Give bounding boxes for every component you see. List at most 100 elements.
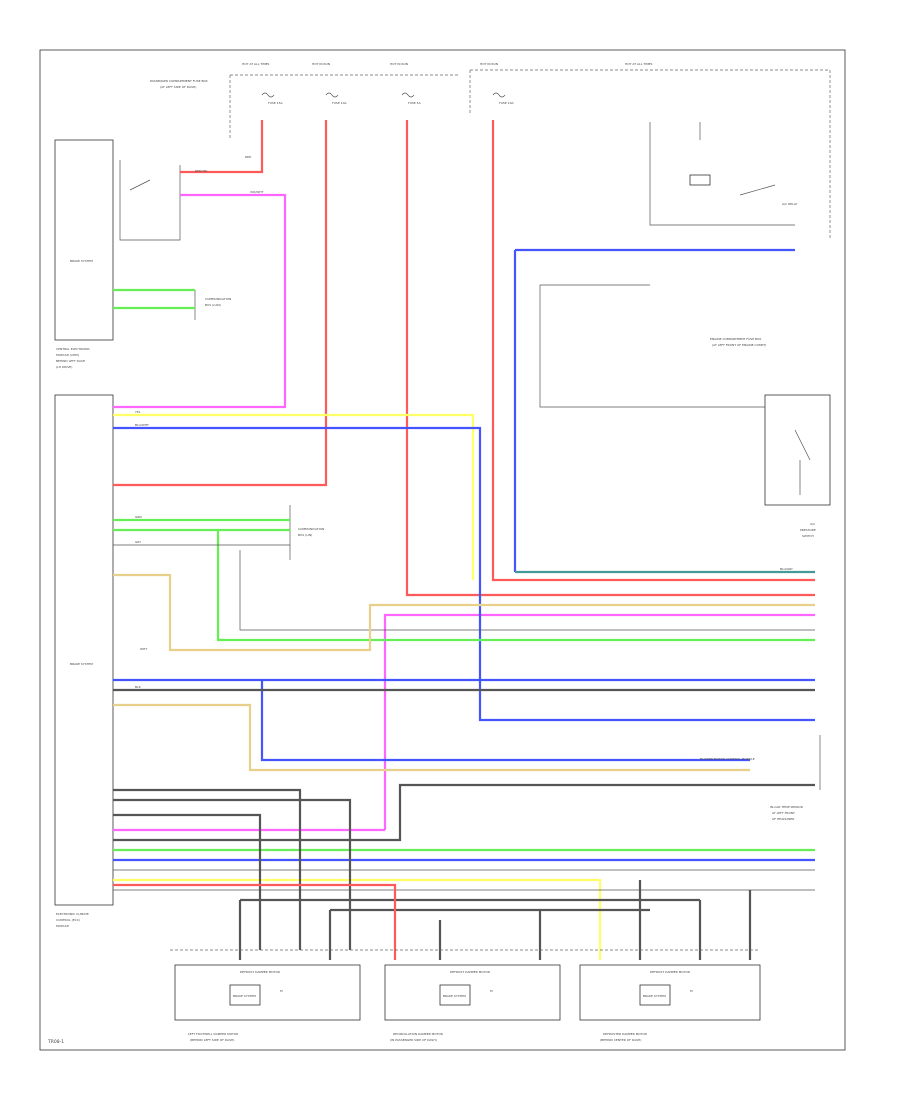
motor-harness <box>238 880 752 960</box>
svg-text:FUSE 15A: FUSE 15A <box>268 101 283 105</box>
fuse-tag-1: HOT AT ALL TIMES <box>242 62 270 66</box>
footer-code: TR08-1 <box>47 1039 64 1045</box>
wire-red-4 <box>491 120 815 582</box>
gateway-main: COMMUNICATION BUS (LIN) <box>289 505 324 560</box>
cem-module-label: BRAKE SYSTEM <box>70 259 93 263</box>
motor-center-caption-2: (IN PASSENGER SIDE OF DASH) <box>390 1038 437 1042</box>
wire-tag-green: GRN <box>135 515 142 519</box>
svg-text:A/C: A/C <box>810 522 815 526</box>
cem-relay <box>119 160 181 241</box>
ecc-module-label: BRAKE SYSTEM <box>70 662 93 666</box>
wire-tag-teal: BLU/GRY <box>780 567 793 571</box>
cem-module <box>54 139 114 341</box>
wire-tag-pink: VIO/WHT <box>250 190 264 194</box>
wire-blue-5 <box>513 248 795 572</box>
wire-tan-1 <box>113 573 815 652</box>
svg-text:M: M <box>280 989 283 993</box>
motor-center: BRAKE SYSTEM M DEFROST DAMPER MOTOR RECI… <box>384 964 561 1042</box>
ecc-caption-2: CONTROL (ECC) <box>56 918 80 922</box>
svg-text:BRAKE SYSTEM: BRAKE SYSTEM <box>443 994 466 998</box>
fuse-4: FUSE 10A <box>492 92 514 105</box>
svg-text:DEFROST DAMPER MOTOR: DEFROST DAMPER MOTOR <box>650 970 690 974</box>
svg-text:DEFROST DAMPER MOTOR: DEFROST DAMPER MOTOR <box>240 970 280 974</box>
wire-black-2 <box>113 788 302 950</box>
wire-tag-black: BLK <box>135 685 142 689</box>
wire-red-motor <box>113 883 397 960</box>
wire-pink-1 <box>113 193 287 409</box>
in-car-temp-sensor: IN-CAR TEMP SENSOR AT LEFT FRONT OF HEAD… <box>770 735 821 821</box>
motor-right: BRAKE SYSTEM M DEFROST DAMPER MOTOR DEFR… <box>579 964 761 1042</box>
fuse-3: FUSE 5A <box>401 92 422 105</box>
fuse-2: FUSE 10A <box>325 92 347 105</box>
svg-text:IN-CAR TEMP SENSOR: IN-CAR TEMP SENSOR <box>770 805 803 809</box>
gateway-top: COMMUNICATION BUS (CAN) <box>194 290 231 320</box>
wire-tan-2 <box>113 703 750 772</box>
wire-tag-blue: BLU/WHT <box>135 423 149 427</box>
motor-center-caption-1: RECIRCULATION DAMPER MOTOR <box>393 1032 443 1036</box>
wire-blue-3 <box>260 680 750 762</box>
svg-text:BUS (CAN): BUS (CAN) <box>205 303 221 307</box>
ecc-caption-3: MODULE <box>56 924 69 928</box>
wire-yellow-1 <box>113 413 475 580</box>
motor-left-caption-2: (BEHIND LEFT SIDE OF DASH) <box>190 1038 234 1042</box>
fuse-tag-2: HOT IN RUN <box>312 62 330 66</box>
wire-black-4 <box>113 813 262 950</box>
svg-text:BRAKE SYSTEM: BRAKE SYSTEM <box>643 994 666 998</box>
motor-right-caption-1: DEFROSTER DAMPER MOTOR <box>603 1032 647 1036</box>
ac-switch-wire <box>539 285 765 408</box>
cem-caption-1: CENTRAL ELECTRONIC <box>56 347 90 351</box>
motor-left-caption-1: LEFT FOOTWELL DAMPER MOTOR <box>188 1032 238 1036</box>
wire-pink-2 <box>383 613 815 830</box>
fuse-tag-4: HOT IN RUN <box>480 62 498 66</box>
engine-fuse-label-1: ENGINE COMPARTMENT FUSE BOX <box>710 337 761 341</box>
svg-text:COMMUNICATION: COMMUNICATION <box>298 527 324 531</box>
fuse-tag-5: HOT AT ALL TIMES <box>625 62 653 66</box>
svg-text:PRESSURE: PRESSURE <box>800 528 816 532</box>
cem-caption-2: MODULE (CEM) <box>56 353 79 357</box>
svg-text:FUSE 10A: FUSE 10A <box>499 101 514 105</box>
svg-text:BUS (LIN): BUS (LIN) <box>298 533 312 537</box>
wire-tag-white: WHT <box>140 647 147 651</box>
svg-text:FUSE 10A: FUSE 10A <box>332 101 347 105</box>
wire-black-3 <box>113 798 352 950</box>
fuse-1: FUSE 15A <box>261 92 283 105</box>
svg-text:A/C RELAY: A/C RELAY <box>782 202 798 206</box>
motor-right-caption-2: (BEHIND CENTER OF DASH) <box>600 1038 641 1042</box>
svg-text:M: M <box>690 989 693 993</box>
ecc-caption-1: ELECTRONIC CLIMATE <box>56 912 89 916</box>
wire-green-5 <box>216 530 815 642</box>
wire-black-5 <box>113 783 815 842</box>
blower-module-label: BLOWER MOTOR CONTROL MODULE <box>700 757 755 761</box>
svg-text:DEFROST DAMPER MOTOR: DEFROST DAMPER MOTOR <box>450 970 490 974</box>
fuse-panel-label-1: PASSENGER COMPARTMENT FUSE BOX <box>150 79 208 83</box>
ecc-module <box>54 394 114 906</box>
svg-text:SWITCH: SWITCH <box>802 534 814 538</box>
svg-text:BRAKE SYSTEM: BRAKE SYSTEM <box>233 994 256 998</box>
cem-caption-4: (LH DRIVE) <box>56 365 72 369</box>
engine-fuse-label-2: (AT LEFT FRONT OF ENGINE COMPT) <box>712 343 766 347</box>
svg-text:OF HEADLINER: OF HEADLINER <box>772 817 794 821</box>
wire-gray-2 <box>239 550 815 631</box>
cem-caption-3: BEHIND LEFT DASH <box>56 359 85 363</box>
ac-relay: A/C RELAY <box>649 122 798 226</box>
wire-tag-gray: GRY <box>135 540 141 544</box>
wire-red-2 <box>113 120 328 487</box>
fuse-tag-3: HOT IN RUN <box>390 62 408 66</box>
svg-text:COMMUNICATION: COMMUNICATION <box>205 297 231 301</box>
wire-tag-yellow: YEL <box>135 410 141 414</box>
wire-tag-red-yel: RED/YEL <box>195 169 208 173</box>
diagram-frame <box>39 49 846 1051</box>
engine-fuse-box-outline <box>469 69 831 240</box>
svg-text:FUSE 5A: FUSE 5A <box>408 101 422 105</box>
motor-left: BRAKE SYSTEM M DEFROST DAMPER MOTOR LEFT… <box>174 964 361 1042</box>
wire-yellow-2 <box>113 878 602 960</box>
svg-text:M: M <box>490 989 493 993</box>
fuse-box-outline <box>229 74 460 140</box>
wire-tag-red: RED <box>245 155 252 159</box>
fuse-panel-label-2: (AT LEFT SIDE OF DASH) <box>160 85 196 89</box>
wire-red-3 <box>405 120 815 597</box>
wire-red-1 <box>180 120 264 174</box>
ac-pressure-switch: A/C PRESSURE SWITCH <box>764 394 831 538</box>
svg-text:AT LEFT FRONT: AT LEFT FRONT <box>772 811 795 815</box>
